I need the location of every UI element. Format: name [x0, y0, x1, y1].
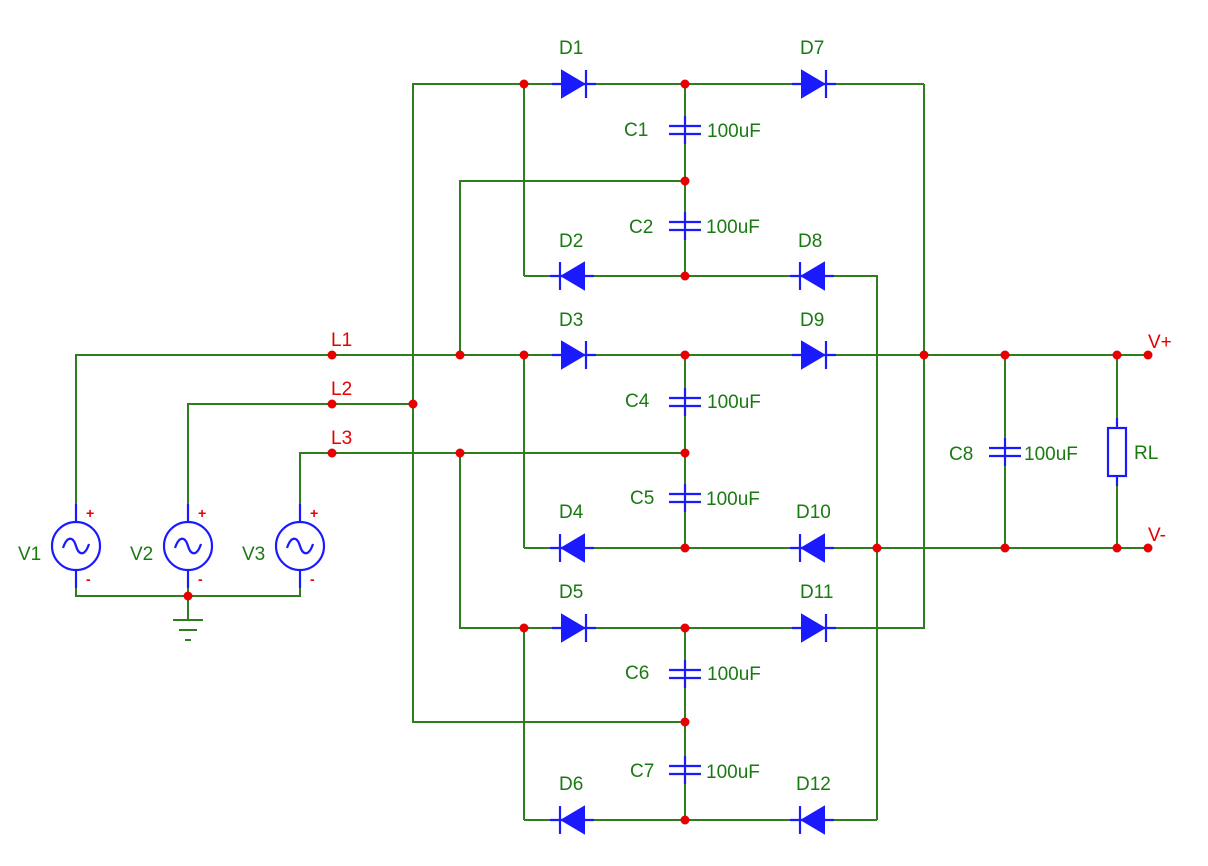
label-c6: C6	[625, 663, 649, 684]
v2-plus: +	[198, 505, 206, 521]
net-vminus: V-	[1148, 525, 1166, 546]
diode-d7	[792, 68, 836, 100]
label-d5: D5	[559, 582, 583, 603]
capacitor-c5	[667, 484, 703, 512]
label-d6: D6	[559, 774, 583, 795]
v1-label: V1	[18, 544, 41, 565]
label-c8: C8	[949, 444, 973, 465]
wires	[75, 83, 1148, 821]
value-c5: 100uF	[706, 489, 760, 510]
v3-label: V3	[242, 544, 265, 565]
junction-nodes	[183, 79, 1153, 825]
label-c5: C5	[630, 488, 654, 509]
diode-d10	[790, 532, 834, 564]
value-c1: 100uF	[707, 121, 761, 142]
component-labels: D1 D2 D3 D4 D5 D6 D7 D8 D9 D10 D11 D12 C…	[559, 38, 1158, 795]
net-l2: L2	[331, 379, 352, 400]
capacitors	[667, 116, 1023, 784]
diode-d1	[552, 68, 596, 100]
value-c2: 100uF	[706, 217, 760, 238]
diode-d3	[552, 339, 596, 371]
source-v2: + - V2	[130, 504, 214, 588]
net-vplus: V+	[1148, 332, 1172, 353]
label-c2: C2	[629, 217, 653, 238]
label-d7: D7	[800, 38, 824, 59]
resistor-rl	[1106, 418, 1128, 486]
diode-d8	[790, 260, 834, 292]
source-v3: + - V3	[242, 504, 326, 588]
v3-plus: +	[310, 505, 318, 521]
net-labels: L1 L2 L3 V+ V-	[331, 330, 1172, 546]
value-c8: 100uF	[1024, 444, 1078, 465]
label-d10: D10	[796, 502, 831, 523]
value-c6: 100uF	[707, 664, 761, 685]
label-d3: D3	[559, 310, 583, 331]
label-d9: D9	[800, 310, 824, 331]
label-d1: D1	[559, 38, 583, 59]
capacitor-c2	[667, 212, 703, 240]
source-v1: + - V1	[18, 504, 102, 588]
v1-minus: -	[86, 571, 91, 587]
diode-d5	[552, 612, 596, 644]
diode-d12	[790, 804, 834, 836]
capacitor-c7	[667, 756, 703, 784]
label-d8: D8	[798, 231, 822, 252]
label-c1: C1	[624, 120, 648, 141]
diode-d4	[550, 532, 594, 564]
label-c4: C4	[625, 391, 650, 412]
v1-plus: +	[86, 505, 94, 521]
label-d12: D12	[796, 774, 831, 795]
diode-d9	[792, 339, 836, 371]
ground-symbol	[173, 619, 203, 641]
v2-label: V2	[130, 544, 153, 565]
net-l1: L1	[331, 330, 352, 351]
label-c7: C7	[630, 761, 654, 782]
diode-d11	[792, 612, 836, 644]
capacitor-c8	[987, 438, 1023, 466]
diodes	[550, 68, 836, 836]
capacitor-c6	[667, 660, 703, 688]
label-d4: D4	[559, 502, 584, 523]
v3-minus: -	[310, 571, 315, 587]
v2-minus: -	[198, 571, 203, 587]
capacitor-c4	[667, 388, 703, 416]
capacitor-c1	[667, 116, 703, 144]
label-d2: D2	[559, 231, 583, 252]
net-l3: L3	[331, 428, 352, 449]
label-rl: RL	[1134, 443, 1158, 464]
value-c4: 100uF	[707, 392, 761, 413]
value-c7: 100uF	[706, 762, 760, 783]
diode-d2	[550, 260, 594, 292]
diode-d6	[550, 804, 594, 836]
label-d11: D11	[800, 582, 833, 603]
